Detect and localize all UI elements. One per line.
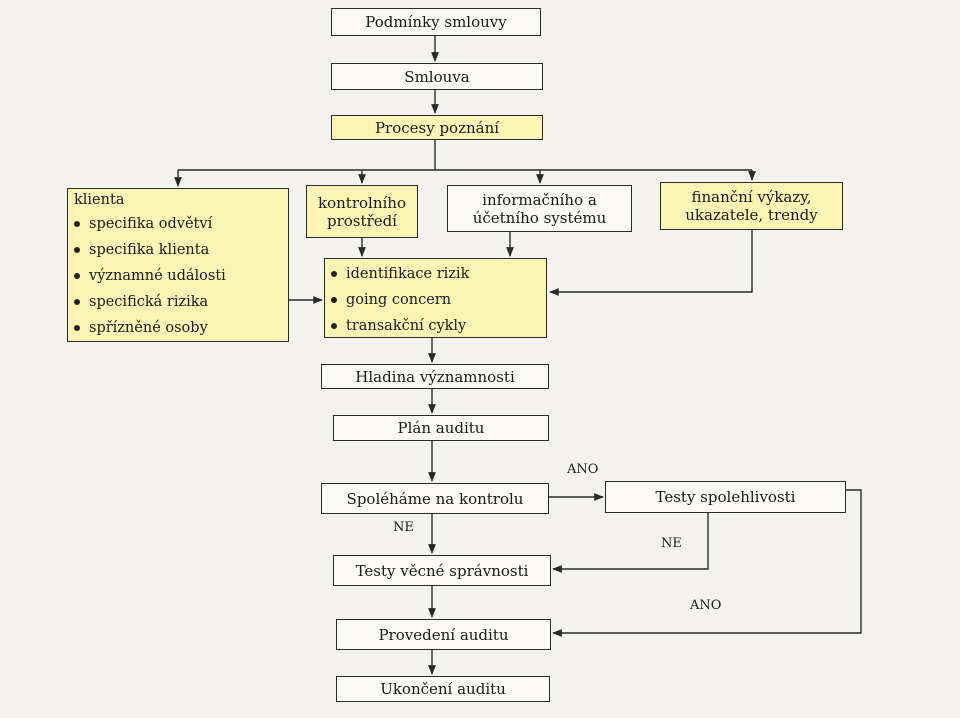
- audit-execution-label: Provedení auditu: [378, 625, 509, 644]
- list-item: going concern: [331, 287, 540, 313]
- materiality-box: Hladina významnosti: [321, 364, 549, 389]
- audit-plan-label: Plán auditu: [397, 419, 485, 437]
- engagement-terms-box: Podmínky smlouvy: [331, 8, 541, 36]
- substantive-tests-box: Testy věcné správnosti: [333, 555, 551, 586]
- arrow-reliability-substantive: [552, 513, 709, 573]
- list-item: transakční cykly: [331, 313, 540, 339]
- audit-end-box: Ukončení auditu: [336, 676, 550, 702]
- client-list: specifika odvětví specifika klienta význ…: [74, 211, 282, 341]
- audit-plan-box: Plán auditu: [333, 415, 549, 441]
- no-label-right: NE: [661, 536, 682, 551]
- risk-list: identifikace rizik going concern transak…: [331, 261, 540, 339]
- rely-on-control-label: Spoléháme na kontrolu: [346, 489, 524, 508]
- contract-label: Smlouva: [404, 67, 470, 86]
- yes-label-top: ANO: [567, 462, 599, 477]
- financial-statements-line-2: ukazatele, trendy: [685, 206, 818, 224]
- client-title: klienta: [74, 192, 125, 208]
- information-system-line-2: účetního systému: [472, 208, 607, 227]
- risk-identification-box: identifikace rizik going concern transak…: [324, 258, 547, 338]
- no-label-left: NE: [393, 520, 414, 535]
- knowledge-process-label: Procesy poznání: [374, 118, 500, 137]
- financial-statements-line-1: finanční výkazy,: [691, 188, 812, 206]
- yes-label-right: ANO: [690, 598, 722, 613]
- audit-end-label: Ukončení auditu: [380, 680, 506, 698]
- arrow-reliability-execution: [552, 489, 862, 637]
- list-item: specifická rizika: [74, 289, 282, 315]
- knowledge-process-box: Procesy poznání: [331, 115, 543, 140]
- engagement-terms-label: Podmínky smlouvy: [365, 13, 507, 31]
- control-environment-line-1: kontrolního: [318, 193, 406, 212]
- information-system-box: informačního a účetního systému: [447, 185, 632, 232]
- control-environment-box: kontrolního prostředí: [306, 185, 418, 238]
- contract-box: Smlouva: [331, 63, 543, 90]
- reliability-tests-label: Testy spolehlivosti: [655, 488, 796, 506]
- list-item: významné události: [74, 263, 282, 289]
- substantive-tests-label: Testy věcné správnosti: [355, 561, 529, 580]
- financial-statements-box: finanční výkazy, ukazatele, trendy: [660, 182, 843, 230]
- list-item: identifikace rizik: [331, 261, 540, 287]
- reliability-tests-box: Testy spolehlivosti: [605, 481, 846, 513]
- rely-on-control-box: Spoléháme na kontrolu: [321, 483, 549, 514]
- list-item: specifika klienta: [74, 237, 282, 263]
- arrow-financial-to-risk: [549, 230, 753, 296]
- control-environment-line-2: prostředí: [327, 211, 397, 230]
- client-box: klienta specifika odvětví specifika klie…: [67, 188, 289, 342]
- list-item: specifika odvětví: [74, 211, 282, 237]
- information-system-line-1: informačního a: [482, 190, 597, 209]
- audit-execution-box: Provedení auditu: [336, 619, 551, 650]
- list-item: spřízněné osoby: [74, 315, 282, 341]
- materiality-label: Hladina významnosti: [355, 367, 515, 386]
